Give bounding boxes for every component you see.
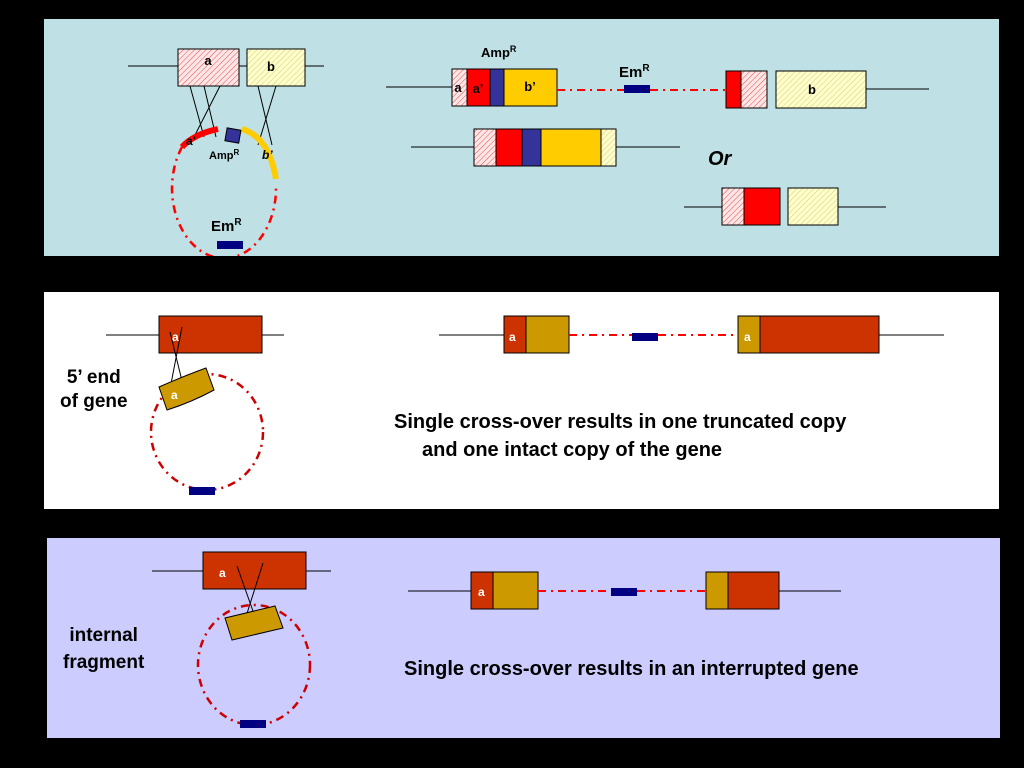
fragment-label-line1: 5’ end bbox=[66, 367, 121, 388]
panel3-diagram: a a bbox=[152, 551, 841, 728]
fragment-label-line2: of gene bbox=[60, 391, 128, 412]
gene-a-label: a bbox=[172, 330, 179, 344]
plasmid-2 bbox=[149, 372, 265, 492]
result-a-label: a bbox=[478, 585, 485, 599]
b-prime-label: b’ bbox=[262, 148, 273, 162]
crossover-lines bbox=[189, 85, 277, 146]
result-restored bbox=[684, 187, 886, 226]
fragment-label-line2: fragment bbox=[63, 652, 145, 673]
panel2-diagram: a a a a bbox=[106, 315, 944, 495]
panel-5prime-end: a a a a 5’ end of gene Single cross-over… bbox=[43, 291, 1000, 510]
construct-em-label: EmR bbox=[619, 63, 650, 81]
chromosome-ab: a b bbox=[128, 48, 324, 87]
panel-double-crossover: a b a’ b’ AmpR EmR bbox=[43, 18, 1000, 260]
gene-box bbox=[158, 315, 263, 354]
panel-internal-fragment: a a internal fragment Single cross-over … bbox=[46, 537, 1001, 739]
plasmid-1: a’ b’ AmpR EmR bbox=[170, 126, 279, 260]
construct-b-label: b bbox=[808, 82, 816, 97]
gene-b-box bbox=[246, 48, 306, 87]
amp-label: AmpR bbox=[209, 148, 239, 162]
construct-amp-label: AmpR bbox=[481, 44, 517, 60]
em-marker bbox=[217, 241, 243, 249]
gene-box bbox=[202, 551, 307, 590]
a-prime-label: a’ bbox=[186, 134, 196, 148]
construct-b-prime-label: b’ bbox=[524, 79, 536, 94]
caption-2-line2: and one intact copy of the gene bbox=[422, 439, 723, 461]
gene-b-label: b bbox=[267, 59, 275, 74]
fragment-label: 5’ end of gene bbox=[60, 366, 128, 414]
plasmid-3 bbox=[196, 603, 312, 727]
em-marker bbox=[240, 720, 266, 728]
caption-2: Single cross-over results in one truncat… bbox=[394, 408, 846, 464]
fragment-label-line1: internal bbox=[69, 625, 138, 646]
em-marker bbox=[189, 487, 215, 495]
amp-marker bbox=[224, 127, 242, 144]
construct-a-label: a bbox=[454, 80, 462, 95]
caption-3: Single cross-over results in an interrup… bbox=[404, 658, 859, 680]
truncated-a-label: a bbox=[509, 330, 516, 344]
construct-a-prime-label: a’ bbox=[473, 81, 484, 96]
gene-a-label: a bbox=[204, 53, 212, 68]
gene-a-label: a bbox=[219, 566, 226, 580]
integrated-construct: a a’ b’ AmpR EmR b bbox=[386, 44, 929, 109]
gene-a-box bbox=[177, 48, 240, 87]
panel1-diagram: a b a’ b’ AmpR EmR bbox=[128, 44, 929, 260]
fragment-5prime bbox=[158, 367, 215, 411]
or-label: Or bbox=[708, 148, 733, 170]
em-label: EmR bbox=[211, 217, 242, 235]
intact-a-label: a bbox=[744, 330, 751, 344]
result-replacement bbox=[411, 128, 680, 167]
fragment-a-label: a bbox=[171, 388, 178, 402]
fragment-internal bbox=[224, 605, 284, 641]
fragment-label: internal fragment bbox=[63, 622, 144, 676]
caption-2-line1: Single cross-over results in one truncat… bbox=[394, 411, 847, 433]
